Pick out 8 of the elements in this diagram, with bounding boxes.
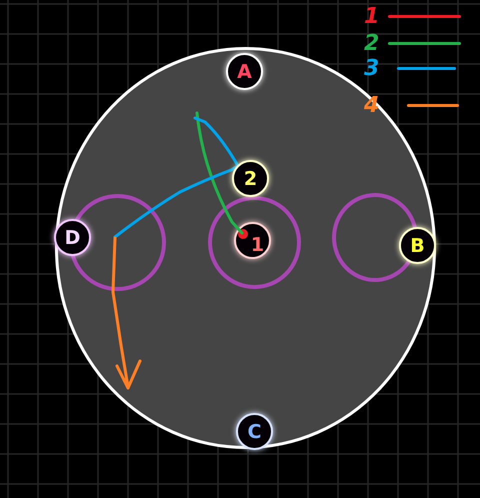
legend-label: 1 — [364, 4, 380, 28]
legend-label: 2 — [364, 30, 380, 56]
legend-label: 4 — [364, 92, 380, 118]
marker-a: A — [226, 53, 263, 90]
marker-2: 2 — [232, 160, 269, 197]
legend-label: 3 — [364, 56, 380, 80]
aoe-circle — [208, 196, 301, 289]
marker-1: 1 — [234, 222, 271, 259]
